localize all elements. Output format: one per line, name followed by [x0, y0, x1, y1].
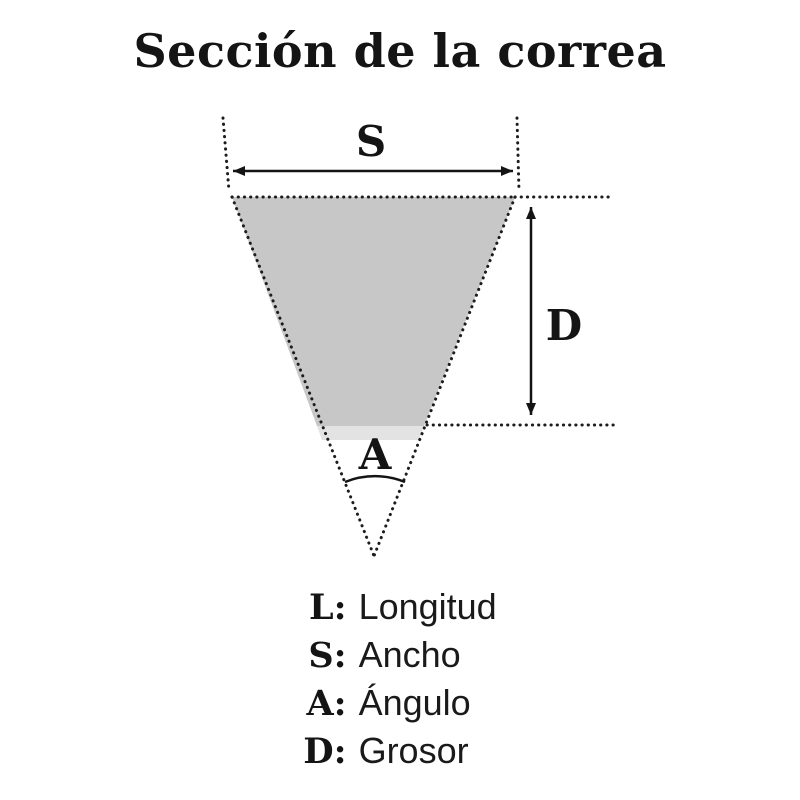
angle-label: A	[358, 430, 393, 479]
legend-term-longitud: Longitud	[358, 586, 497, 627]
belt-left-dotted-edge	[230, 195, 376, 558]
belt-bottom-strip	[317, 426, 424, 440]
left-extension-dotted-line	[221, 116, 231, 193]
legend-term-ancho: Ancho	[358, 634, 461, 675]
legend: L: Longitud S: Ancho A: Ángulo D: Grosor	[303, 586, 496, 772]
legend-key-grosor: D:	[303, 731, 347, 772]
depth-label: D	[546, 301, 582, 350]
legend-key-longitud: L:	[309, 587, 347, 628]
width-label: S	[356, 117, 386, 166]
right-extension-dotted-line	[515, 116, 521, 193]
legend-term-angulo: Ángulo	[358, 682, 471, 723]
legend-key-ancho: S:	[308, 635, 347, 676]
legend-term-grosor: Grosor	[358, 730, 469, 771]
diagram-title: Sección de la correa	[133, 24, 667, 78]
belt-cross-section	[232, 197, 515, 426]
angle-arc	[344, 474, 406, 484]
belt-right-dotted-edge	[372, 195, 517, 558]
legend-key-angulo: A:	[306, 683, 347, 724]
